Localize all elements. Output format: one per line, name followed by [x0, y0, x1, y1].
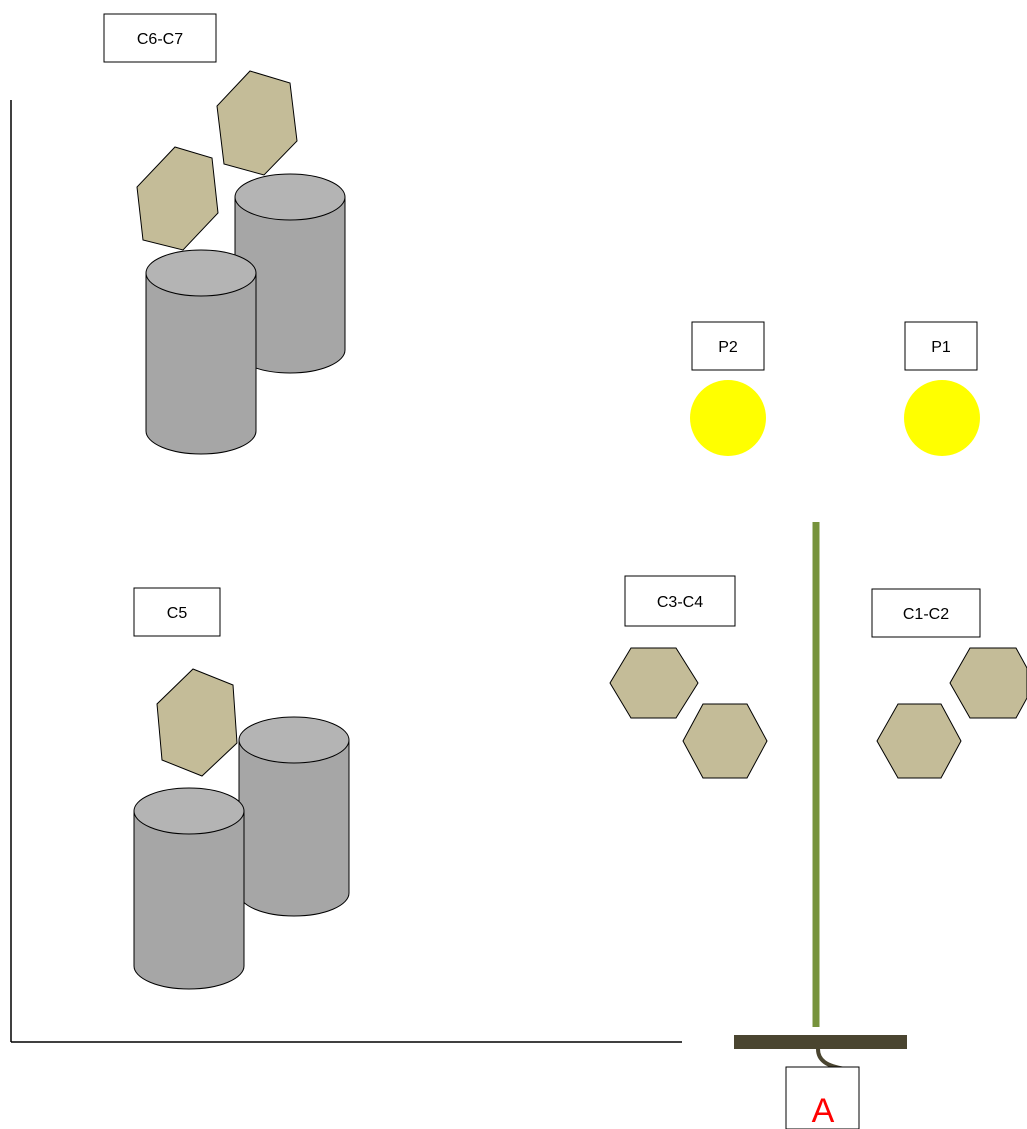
- base-bar: [734, 1035, 907, 1049]
- svg-text:A: A: [812, 1092, 835, 1129]
- c3-c4-label: C3-C4: [624, 575, 736, 627]
- p1-circle: [904, 380, 980, 456]
- svg-text:C1-C2: C1-C2: [903, 606, 949, 623]
- svg-text:C6-C7: C6-C7: [137, 31, 183, 48]
- cylinder-c6-c7-back: [234, 173, 346, 374]
- cylinder-c6-c7-front: [145, 249, 257, 455]
- a-label: A: [785, 1066, 860, 1129]
- c1-c2-label: C1-C2: [871, 588, 981, 638]
- p2-label: P2: [691, 321, 765, 371]
- hexagon-c1-c2-right: [949, 647, 1027, 719]
- c5-label: C5: [133, 587, 221, 637]
- hexagon-c6-c7-upper: [216, 70, 298, 176]
- c6-c7-label: C6-C7: [103, 13, 217, 63]
- p1-label: P1: [904, 321, 978, 371]
- hexagon-c6-c7-lower: [136, 146, 219, 251]
- cylinder-c5-front: [133, 787, 245, 990]
- hexagon-c1-c2-left: [876, 703, 962, 779]
- hexagon-c3-c4-left: [609, 647, 699, 719]
- svg-text:C5: C5: [167, 605, 188, 622]
- p2-circle: [690, 380, 766, 456]
- cylinder-c5-back: [238, 716, 350, 917]
- svg-text:C3-C4: C3-C4: [657, 594, 703, 611]
- svg-text:P2: P2: [718, 339, 738, 356]
- hexagon-c5: [156, 668, 238, 777]
- svg-text:P1: P1: [931, 339, 951, 356]
- hook-connector: [816, 1048, 846, 1071]
- hexagon-c3-c4-right: [682, 703, 768, 779]
